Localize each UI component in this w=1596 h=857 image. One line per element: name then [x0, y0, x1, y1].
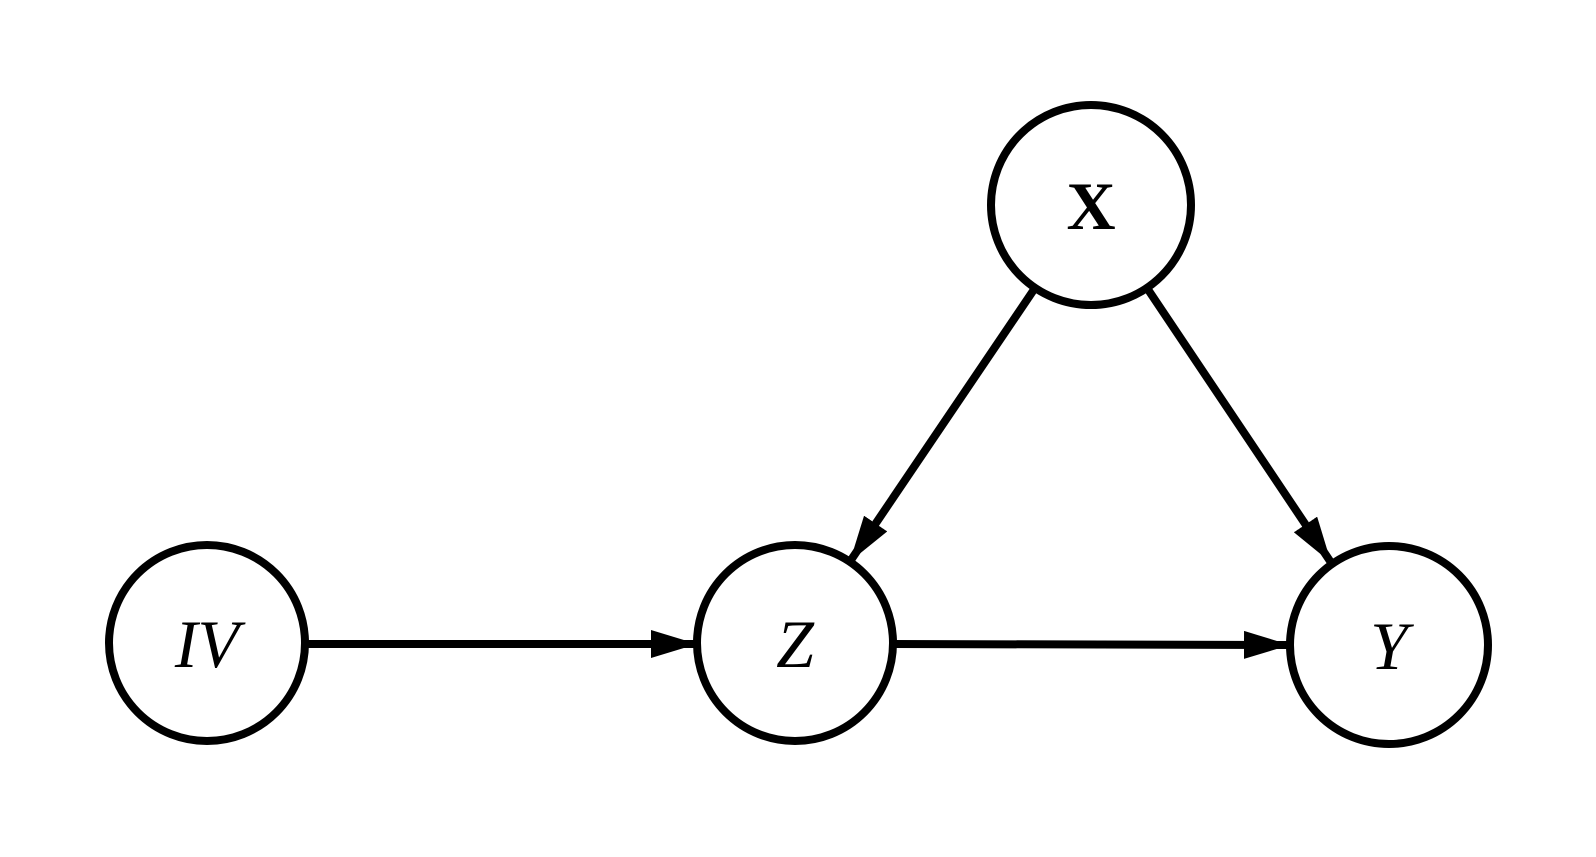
node-IV-label: IV — [174, 606, 247, 682]
edge-X-to-Z-arrow — [847, 285, 1039, 563]
node-X-label: X — [1066, 168, 1115, 244]
node-Z-circle — [693, 541, 897, 745]
node-Z: Z — [693, 541, 897, 745]
node-IV: IV — [105, 541, 309, 745]
node-X-circle — [987, 101, 1195, 309]
node-X: X — [987, 101, 1195, 309]
edge-Z-to-Y-arrow — [892, 630, 1290, 659]
node-IV-circle — [105, 541, 309, 745]
node-Z-label: Z — [776, 606, 815, 682]
node-Y-circle — [1286, 542, 1492, 748]
node-Y: Y — [1286, 542, 1492, 748]
node-Y-label: Y — [1370, 608, 1414, 684]
edge-X-to-Y-arrow — [1143, 285, 1334, 564]
